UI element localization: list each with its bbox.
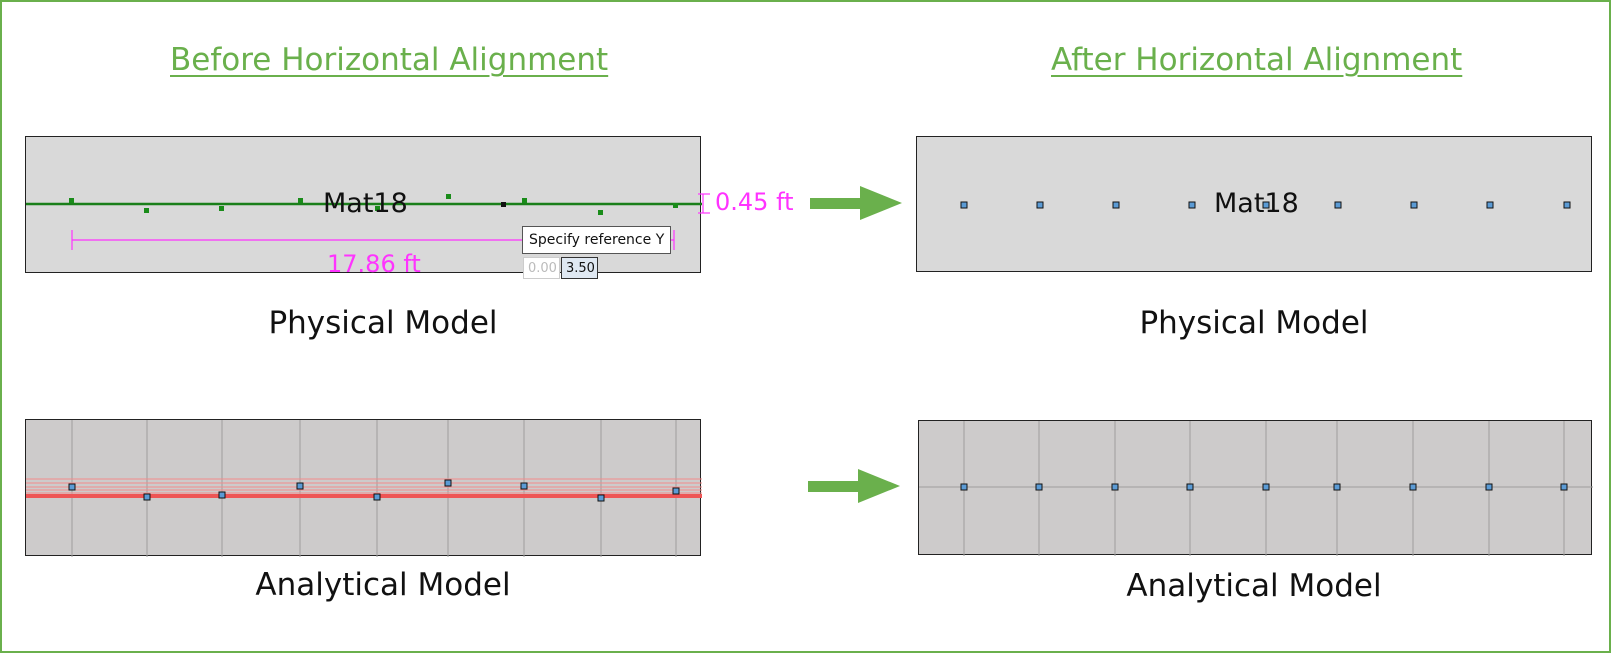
beam-node — [144, 208, 149, 213]
analytical-node — [1333, 483, 1341, 491]
analytical-nodes — [68, 479, 680, 502]
analytical-red-band — [26, 478, 702, 498]
aligned-nodes — [960, 201, 1571, 209]
analytical-node — [68, 483, 76, 491]
after-analytical-caption: Analytical Model — [1126, 568, 1382, 604]
analytical-node — [1485, 483, 1493, 491]
material-label: Mat18 — [323, 188, 408, 219]
grid-lines — [71, 420, 677, 557]
analytical-node — [143, 493, 151, 501]
aligned-node — [960, 201, 968, 209]
aligned-node — [1563, 201, 1571, 209]
beam-node — [69, 198, 74, 203]
before-physical-caption: Physical Model — [268, 305, 498, 341]
analytical-node — [1560, 483, 1568, 491]
arrow-right-icon — [808, 469, 900, 503]
beam-node — [673, 203, 678, 208]
reference-y-input-1[interactable]: 3.50 — [561, 257, 598, 279]
analytical-node — [218, 491, 226, 499]
after-analytical-panel — [918, 420, 1593, 556]
beam-node — [598, 210, 603, 215]
analytical-node — [960, 483, 968, 491]
offset-dimension-marker — [698, 193, 710, 214]
analytical-node — [672, 487, 680, 495]
after-physical-drawing — [960, 201, 1571, 209]
beam-node — [219, 206, 224, 211]
material-label: Mat18 — [1214, 188, 1299, 219]
after-physical-panel — [916, 136, 1592, 272]
before-physical-panel — [25, 136, 710, 273]
beam-nodes — [69, 194, 678, 215]
after-heading: After Horizontal Alignment — [1051, 42, 1463, 78]
aligned-node — [1188, 201, 1196, 209]
analytical-node — [444, 479, 452, 487]
aligned-analytical-nodes — [960, 483, 1568, 491]
aligned-node — [1334, 201, 1342, 209]
reference-y-input-0[interactable]: 0.00 — [523, 257, 560, 279]
after-physical-caption: Physical Model — [1139, 305, 1369, 341]
aligned-node — [1410, 201, 1418, 209]
analytical-node — [373, 493, 381, 501]
selected-node — [501, 202, 506, 207]
analytical-node — [1111, 483, 1119, 491]
after-analytical-drawing — [919, 421, 1593, 556]
analytical-node — [1409, 483, 1417, 491]
beam-node — [522, 198, 527, 203]
before-analytical-drawing — [26, 420, 702, 557]
span-dimension-label: 17.86 ft — [327, 250, 421, 278]
beam-node — [298, 198, 303, 203]
analytical-node — [1035, 483, 1043, 491]
analytical-node — [296, 482, 304, 490]
aligned-node — [1486, 201, 1494, 209]
offset-dimension-label: 0.45 ft — [715, 188, 794, 216]
before-heading: Before Horizontal Alignment — [170, 42, 609, 78]
beam-node — [375, 206, 380, 211]
analytical-node — [1262, 483, 1270, 491]
beam-node — [446, 194, 451, 199]
analytical-node — [1186, 483, 1194, 491]
aligned-node — [1036, 201, 1044, 209]
reference-y-tooltip: Specify reference Y — [522, 226, 672, 254]
analytical-node — [520, 482, 528, 490]
aligned-node — [1112, 201, 1120, 209]
analytical-node — [597, 494, 605, 502]
arrow-right-icon — [810, 186, 902, 220]
before-analytical-panel — [25, 419, 702, 557]
before-analytical-caption: Analytical Model — [255, 567, 511, 603]
aligned-node — [1262, 201, 1270, 209]
